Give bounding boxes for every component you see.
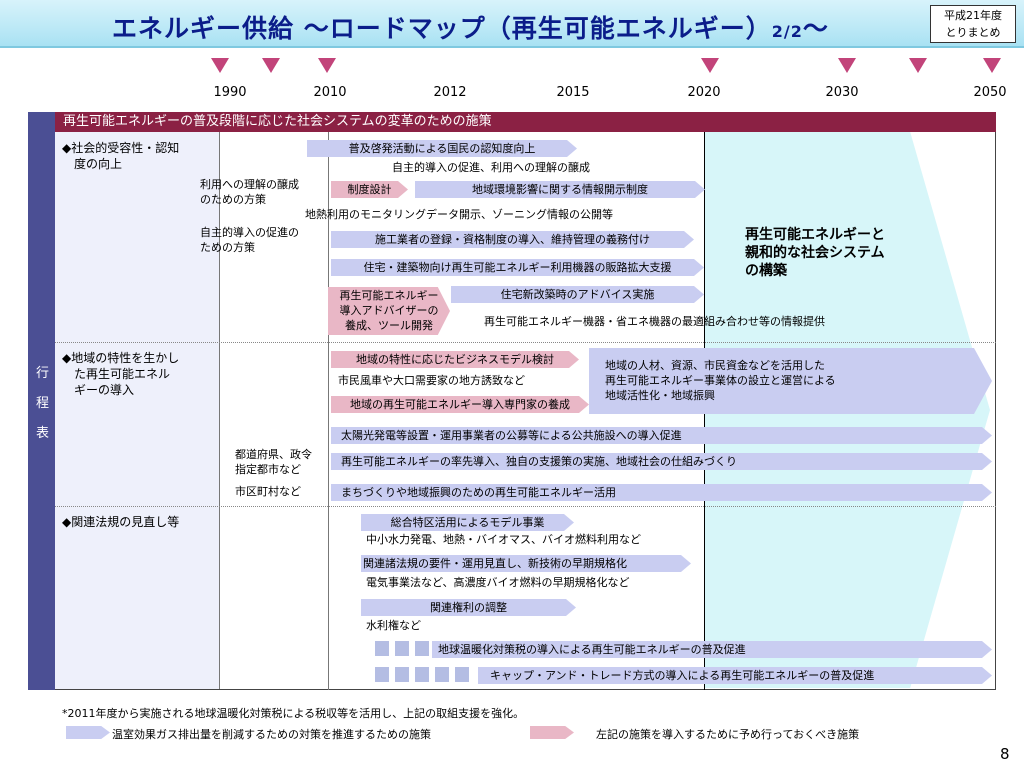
measure-bar-regional-business: 地域の人材、資源、市民資金などを活用した 再生可能エネルギー事業体の設立と運営に…: [589, 348, 992, 414]
category-regional: ◆地域の特性を生かし た再生可能エネル ギーの導入: [62, 350, 179, 398]
phase-dash: [395, 641, 409, 656]
subcategory-line: のための方策: [200, 193, 266, 206]
phase-dash: [395, 667, 409, 682]
bar-annotation: 地熱利用のモニタリングデータ開示、ゾーニング情報の公開等: [305, 208, 613, 221]
timeline-marker-icon: [838, 58, 856, 73]
measure-bar: 太陽光発電等設置・運用事業者の公募等による公共施設への導入促進: [331, 427, 992, 444]
goal-line-1: 再生可能エネルギーと: [745, 227, 885, 243]
preparatory-bar: 制度設計: [331, 181, 408, 198]
phase-dash: [435, 667, 449, 682]
title-page-fraction: 2/2: [771, 22, 803, 41]
title-main: エネルギー供給 〜ロードマップ（再生可能エネルギー）: [112, 14, 772, 43]
bar-line: 養成、ツール開発: [345, 319, 433, 332]
measure-bar: 普及啓発活動による国民の認知度向上: [307, 140, 577, 157]
timeline-marker-icon: [262, 58, 280, 73]
bar-annotation: 水利権など: [366, 619, 421, 632]
legend-measure-label: 温室効果ガス排出量を削減するための対策を推進するための施策: [112, 728, 431, 741]
legend-measure-swatch: [66, 726, 110, 739]
bar-line: 導入アドバイザーの: [339, 304, 439, 317]
preparatory-bar-adviser: 再生可能エネルギー 導入アドバイザーの 養成、ツール開発: [328, 287, 450, 335]
phase-dash: [415, 667, 429, 682]
bar-annotation: 電気事業法など、高濃度バイオ燃料の早期規格化など: [366, 576, 630, 589]
title-tail: 〜: [802, 14, 829, 43]
subcategory-prefectures: 都道府県、政令 指定都市など: [235, 447, 312, 477]
measure-bar: 施工業者の登録・資格制度の導入、維持管理の義務付け: [331, 231, 694, 248]
goal-line-3: の構築: [745, 263, 787, 279]
page-number: 8: [1000, 745, 1010, 763]
phase-dash: [375, 641, 389, 656]
subcategory-voluntary: 自主的導入の促進の ための方策: [200, 225, 299, 255]
year-label: 2020: [687, 85, 721, 100]
measure-bar: 再生可能エネルギーの率先導入、独自の支援策の実施、地域社会の仕組みづくり: [331, 453, 992, 470]
bar-line: 地域活性化・地域振興: [605, 389, 715, 402]
measure-bar: キャップ・アンド・トレード方式の導入による再生可能エネルギーの普及促進: [478, 667, 992, 684]
page-title: エネルギー供給 〜ロードマップ（再生可能エネルギー）2/2〜: [112, 9, 829, 45]
preparatory-bar: 地域の再生可能エネルギー導入専門家の養成: [331, 396, 589, 413]
sidebar-char: 程: [36, 396, 50, 411]
timeline-marker-icon: [211, 58, 229, 73]
phase-dash: [455, 667, 469, 682]
timeline-marker-icon: [701, 58, 719, 73]
subcategory-line: 指定都市など: [235, 463, 301, 476]
row-divider: [55, 342, 996, 343]
measure-bar: 関連権利の調整: [361, 599, 576, 616]
subcategory-line: ための方策: [200, 241, 255, 254]
measure-bar: 地球温暖化対策税の導入による再生可能エネルギーの普及促進: [432, 641, 992, 658]
preparatory-bar: 地域の特性に応じたビジネスモデル検討: [331, 351, 579, 368]
footnote: *2011年度から実施される地球温暖化対策税による税収等を活用し、上記の取組支援…: [62, 707, 525, 720]
date-line-1: 平成21年度: [944, 9, 1002, 22]
category-legal-review: ◆関連法規の見直し等: [62, 515, 180, 529]
measure-bar: 住宅・建築物向け再生可能エネルギー利用機器の販路拡大支援: [331, 259, 704, 276]
measure-bar: 住宅新改築時のアドバイス実施: [451, 286, 704, 303]
phase-dash: [375, 667, 389, 682]
year-label: 2010: [313, 85, 347, 100]
year-2010-line: [328, 132, 329, 690]
date-box: 平成21年度 とりまとめ: [930, 5, 1016, 43]
category-title-line: ◆社会的受容性・認知: [62, 141, 180, 155]
subcategory-line: 都道府県、政令: [235, 448, 312, 461]
date-line-2: とりまとめ: [945, 26, 1001, 39]
measure-bar: 関連諸法規の要件・運用見直し、新技術の早期規格化: [361, 555, 691, 572]
category-title-line: ギーの導入: [74, 383, 135, 397]
category-social-acceptance: ◆社会的受容性・認知 度の向上: [62, 140, 179, 172]
phase-dash: [415, 641, 429, 656]
year-label: 2012: [433, 85, 467, 100]
year-label: 2050: [973, 85, 1007, 100]
legend-prep-label: 左記の施策を導入するために予め行っておくべき施策: [596, 728, 860, 741]
subcategory-line: 自主的導入の促進の: [200, 226, 299, 239]
timeline-marker-icon: [318, 58, 336, 73]
title-banner: [0, 0, 1024, 48]
subcategory-understanding: 利用への理解の醸成 のための方策: [200, 177, 299, 207]
bar-line: 地域の人材、資源、市民資金などを活用した: [605, 359, 825, 372]
sidebar-char: 表: [36, 426, 50, 441]
bar-line: 再生可能エネルギー事業体の設立と運営による: [605, 374, 836, 387]
category-title-line: 度の向上: [74, 157, 123, 171]
section-band: 再生可能エネルギーの普及段階に応じた社会システムの変革のための施策: [55, 112, 996, 132]
goal-text: 再生可能エネルギーと 親和的な社会システム の構築: [745, 226, 885, 280]
legend-prep-swatch: [530, 726, 574, 739]
subcategory-municipalities: 市区町村など: [235, 485, 301, 498]
row-divider: [55, 506, 996, 507]
year-label: 2030: [825, 85, 859, 100]
goal-line-2: 親和的な社会システム: [745, 245, 885, 261]
category-column: [55, 132, 220, 690]
bar-annotation: 中小水力発電、地熱・バイオマス、バイオ燃料利用など: [366, 533, 641, 546]
year-label: 1990: [213, 85, 247, 100]
bar-annotation: 市民風車や大口需要家の地方誘致など: [338, 374, 525, 387]
bar-line: 再生可能エネルギー: [339, 289, 439, 302]
category-title-line: た再生可能エネル: [74, 367, 171, 381]
measure-bar: 総合特区活用によるモデル事業: [361, 514, 574, 531]
measure-bar: まちづくりや地域振興のための再生可能エネルギー活用: [331, 484, 992, 501]
timeline-marker-icon: [909, 58, 927, 73]
sidebar-char: 行: [36, 366, 50, 381]
category-title-line: ◆地域の特性を生かし: [62, 351, 180, 365]
bar-annotation: 再生可能エネルギー機器・省エネ機器の最適組み合わせ等の情報提供: [484, 315, 825, 328]
year-label: 2015: [556, 85, 590, 100]
measure-bar: 地域環境影響に関する情報開示制度: [415, 181, 705, 198]
schedule-sidebar: [28, 112, 55, 690]
bar-annotation: 自主的導入の促進、利用への理解の醸成: [392, 161, 590, 174]
timeline-marker-icon: [983, 58, 1001, 73]
subcategory-line: 利用への理解の醸成: [200, 178, 299, 191]
